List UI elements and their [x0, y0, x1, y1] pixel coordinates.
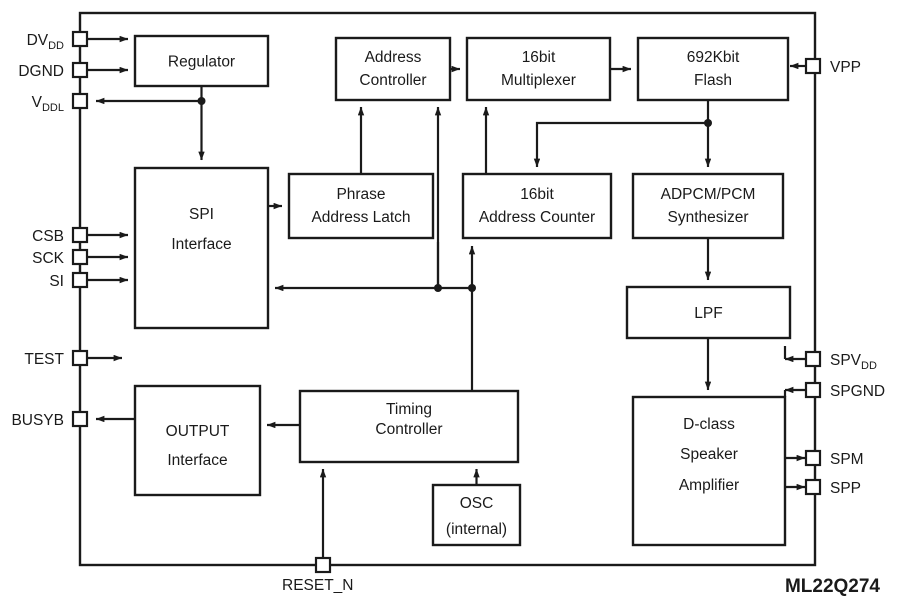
- block-label-line1: ADPCM/PCM: [661, 186, 756, 203]
- block-regulator[interactable]: Regulator: [133, 34, 270, 88]
- block-label-line2: (internal): [446, 521, 507, 538]
- pin-vddl[interactable]: VDDL: [32, 92, 89, 114]
- block-label-line2: Multiplexer: [501, 72, 576, 89]
- pin-label: CSB: [32, 228, 64, 245]
- block-label-line2: Controller: [359, 72, 426, 89]
- block-d-class-speaker-amplifier[interactable]: D-class Speaker Amplifier: [631, 395, 787, 547]
- block-label-line1: SPI: [189, 206, 214, 223]
- pin-sck[interactable]: SCK: [32, 248, 89, 267]
- pin-busyb[interactable]: BUSYB: [11, 410, 89, 429]
- block-lpf[interactable]: LPF: [625, 285, 792, 340]
- pin-label: BUSYB: [11, 412, 64, 429]
- pin-label: VDDL: [32, 94, 64, 114]
- pin-test[interactable]: TEST: [24, 349, 89, 368]
- block-label-line2: Speaker: [680, 446, 738, 463]
- pin-label: RESET_N: [282, 577, 354, 594]
- block-label: LPF: [694, 305, 722, 322]
- block-label-line2: Address Counter: [479, 209, 595, 226]
- block-16bit-address-counter[interactable]: 16bit Address Counter: [461, 172, 613, 240]
- pin-label: DVDD: [27, 32, 64, 52]
- block-label-line1: OSC: [460, 495, 494, 512]
- pin-csb[interactable]: CSB: [32, 226, 89, 245]
- pin-dgnd[interactable]: DGND: [18, 61, 89, 80]
- junction-dot: [197, 97, 206, 105]
- wire-flash-to-address-counter: [533, 121, 708, 168]
- pin-spgnd[interactable]: SPGND: [804, 381, 885, 400]
- pin-label: SPGND: [830, 383, 885, 400]
- pin-label: SCK: [32, 250, 65, 267]
- block-label-line1: D-class: [683, 416, 735, 433]
- pin-spvdd[interactable]: SPVDD: [804, 350, 877, 372]
- junction-dot: [434, 284, 442, 292]
- block-timing-controller[interactable]: Timing Controller: [298, 389, 520, 464]
- block-label-line2: Synthesizer: [668, 209, 749, 226]
- block-label-line3: Amplifier: [679, 477, 739, 494]
- pin-label: DGND: [18, 63, 64, 80]
- pin-reset-n[interactable]: RESET_N: [282, 556, 354, 594]
- block-label-line1: 16bit: [520, 186, 554, 203]
- pin-label: SPVDD: [830, 352, 877, 372]
- block-output-interface[interactable]: OUTPUT Interface: [133, 384, 262, 497]
- block-spi-interface[interactable]: SPI Interface: [133, 166, 270, 330]
- block-label-line2: Flash: [694, 72, 732, 89]
- pin-label: SI: [49, 273, 64, 290]
- block-label-line1: Phrase: [336, 186, 385, 203]
- block-label-line2: Address Latch: [311, 209, 410, 226]
- block-label-line1: OUTPUT: [166, 423, 230, 440]
- block-osc[interactable]: OSC (internal): [431, 483, 522, 547]
- part-number-label: ML22Q274: [785, 576, 880, 597]
- block-label-line2: Interface: [167, 452, 227, 469]
- pin-spp[interactable]: SPP: [804, 478, 861, 497]
- block-adpcm-pcm-synthesizer[interactable]: ADPCM/PCM Synthesizer: [631, 172, 785, 240]
- block-label-line1: Address: [365, 49, 422, 66]
- block-label: Regulator: [168, 54, 235, 71]
- pin-spm[interactable]: SPM: [804, 449, 864, 468]
- block-label-line1: Timing: [386, 401, 432, 418]
- pin-dvdd[interactable]: DVDD: [27, 30, 89, 52]
- block-16bit-multiplexer[interactable]: 16bit Multiplexer: [465, 36, 612, 102]
- pin-label: SPM: [830, 451, 864, 468]
- block-label-line2: Controller: [375, 421, 442, 438]
- block-692kbit-flash[interactable]: 692Kbit Flash: [636, 36, 790, 102]
- junction-dot: [704, 119, 712, 127]
- block-phrase-address-latch[interactable]: Phrase Address Latch: [287, 172, 435, 240]
- block-label-line1: 16bit: [522, 49, 556, 66]
- pin-vpp[interactable]: VPP: [804, 57, 861, 76]
- chip-outline: [78, 11, 817, 567]
- pin-label: SPP: [830, 480, 861, 497]
- block-label-line2: Interface: [171, 236, 231, 253]
- pin-label: TEST: [24, 351, 64, 368]
- block-label-line1: 692Kbit: [687, 49, 740, 66]
- block-address-controller[interactable]: Address Controller: [334, 36, 452, 102]
- pin-label: VPP: [830, 59, 861, 76]
- pin-si[interactable]: SI: [49, 271, 89, 290]
